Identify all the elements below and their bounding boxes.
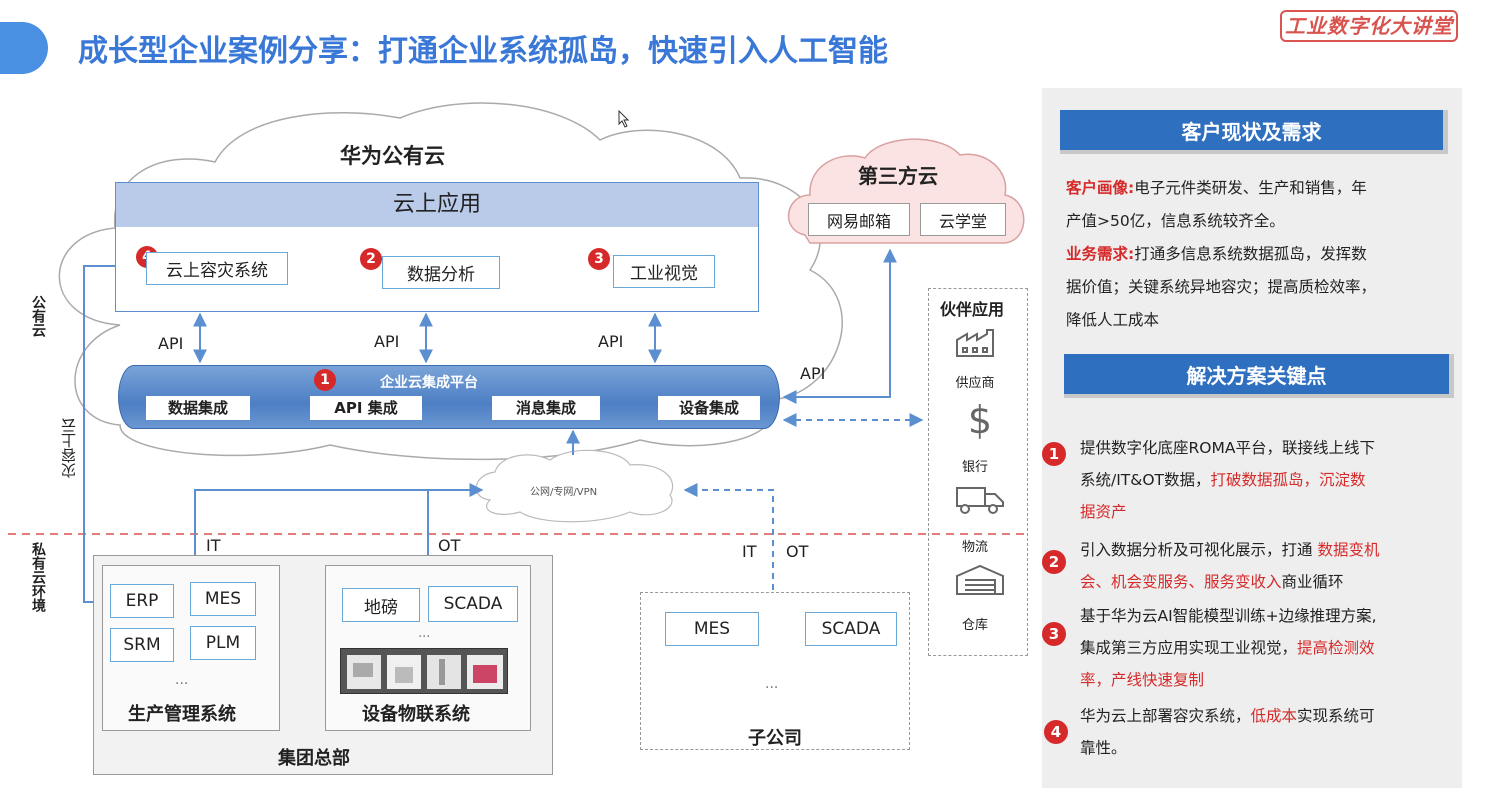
partner-apps-container	[928, 288, 1028, 656]
iot-more: ...	[418, 626, 431, 641]
title-accent	[0, 22, 48, 74]
network-cloud-shape	[475, 449, 674, 523]
badge-1: 1	[314, 369, 336, 391]
iot-scada[interactable]: SCADA	[428, 586, 518, 622]
logo: 工业数字化大讲堂	[1280, 10, 1458, 42]
page-title: 成长型企业案例分享：打通企业系统孤岛，快速引入人工智能	[78, 34, 888, 69]
platform-title: 企业云集成平台	[380, 375, 478, 391]
iot-weighbridge[interactable]: 地磅	[342, 588, 420, 622]
app-industrial-vision[interactable]: 工业视觉	[613, 255, 715, 288]
point-badge-2: 2	[1042, 550, 1066, 574]
solution-header: 解决方案关键点	[1064, 354, 1454, 398]
third-party-yunxuetang[interactable]: 云学堂	[920, 203, 1006, 236]
module-api-integration[interactable]: API 集成	[310, 396, 422, 420]
partner-bank: 银行	[961, 460, 988, 475]
prod-plm[interactable]: PLM	[190, 626, 256, 660]
third-party-title: 第三方云	[858, 164, 938, 188]
side-label-private: 私有云环境	[30, 542, 46, 612]
app-data-analysis[interactable]: 数据分析	[382, 256, 500, 289]
iot-title: 设备物联系统	[362, 704, 470, 725]
module-device-integration[interactable]: 设备集成	[658, 396, 760, 420]
api-label: API	[598, 332, 624, 351]
dollar-icon: $	[967, 398, 993, 442]
sub-it-label: IT	[742, 542, 757, 561]
dr-label: 灾容上云	[60, 418, 78, 478]
partner-warehouse: 仓库	[961, 618, 988, 633]
point-badge-1: 1	[1042, 442, 1066, 466]
point-badge-4: 4	[1044, 720, 1068, 744]
api-label: API	[374, 332, 400, 351]
warehouse-icon	[952, 562, 1008, 600]
cloud-apps-container: 云上应用	[115, 182, 759, 312]
solution-point-2: 引入数据分析及可视化展示，打通 数据变机 会、机会变服务、服务变收入商业循环	[1080, 541, 1380, 591]
third-party-netease-mail[interactable]: 网易邮箱	[808, 203, 910, 236]
module-message-integration[interactable]: 消息集成	[492, 396, 600, 420]
sub-title: 子公司	[748, 728, 802, 749]
network-label: 公网/专网/VPN	[530, 487, 598, 498]
factory-icon	[952, 326, 1008, 367]
status-header: 客户现状及需求	[1060, 110, 1448, 154]
cloud-apps-title: 云上应用	[116, 183, 758, 227]
prod-more: ...	[175, 672, 189, 688]
module-data-integration[interactable]: 数据集成	[146, 396, 250, 420]
partner-title: 伙伴应用	[940, 300, 1005, 319]
solution-point-4: 华为云上部署容灾系统，低成本实现系统可 靠性。	[1080, 707, 1375, 757]
hq-title: 集团总部	[278, 748, 350, 769]
it-label: IT	[206, 536, 221, 555]
prod-mes[interactable]: MES	[190, 582, 256, 616]
prod-erp[interactable]: ERP	[110, 584, 174, 618]
prod-srm[interactable]: SRM	[110, 628, 174, 662]
mouse-cursor-icon	[618, 110, 630, 128]
huawei-cloud-label: 华为公有云	[340, 144, 445, 168]
sub-more: ...	[765, 676, 779, 692]
api-label: API	[158, 334, 184, 353]
badge-3: 3	[588, 248, 610, 270]
sub-ot-label: OT	[786, 542, 809, 561]
truck-icon	[952, 482, 1008, 520]
solution-point-3: 基于华为云AI智能模型训练+边缘推理方案, 集成第三方应用实现工业视觉，提高检测…	[1080, 607, 1377, 689]
ot-label: OT	[438, 536, 461, 555]
info-panel	[1042, 88, 1462, 788]
badge-2: 2	[360, 248, 382, 270]
point-badge-3: 3	[1042, 622, 1066, 646]
side-label-public: 公有云	[30, 295, 46, 337]
partner-supplier: 供应商	[955, 376, 995, 391]
app-disaster-recovery[interactable]: 云上容灾系统	[146, 252, 288, 285]
prod-mgmt-title: 生产管理系统	[128, 704, 236, 725]
sub-mes[interactable]: MES	[665, 612, 759, 646]
sub-scada[interactable]: SCADA	[805, 612, 897, 646]
equipment-photo	[340, 648, 508, 694]
solution-point-1: 提供数字化底座ROMA平台，联接线上线下 系统/IT&OT数据，打破数据孤岛，沉…	[1080, 439, 1375, 521]
profile-text: 客户画像:电子元件类研发、生产和销售，年 产值>50亿，信息系统较齐全。 业务需…	[1066, 179, 1377, 329]
partner-logistics: 物流	[961, 540, 988, 555]
api-label: API	[800, 364, 826, 383]
